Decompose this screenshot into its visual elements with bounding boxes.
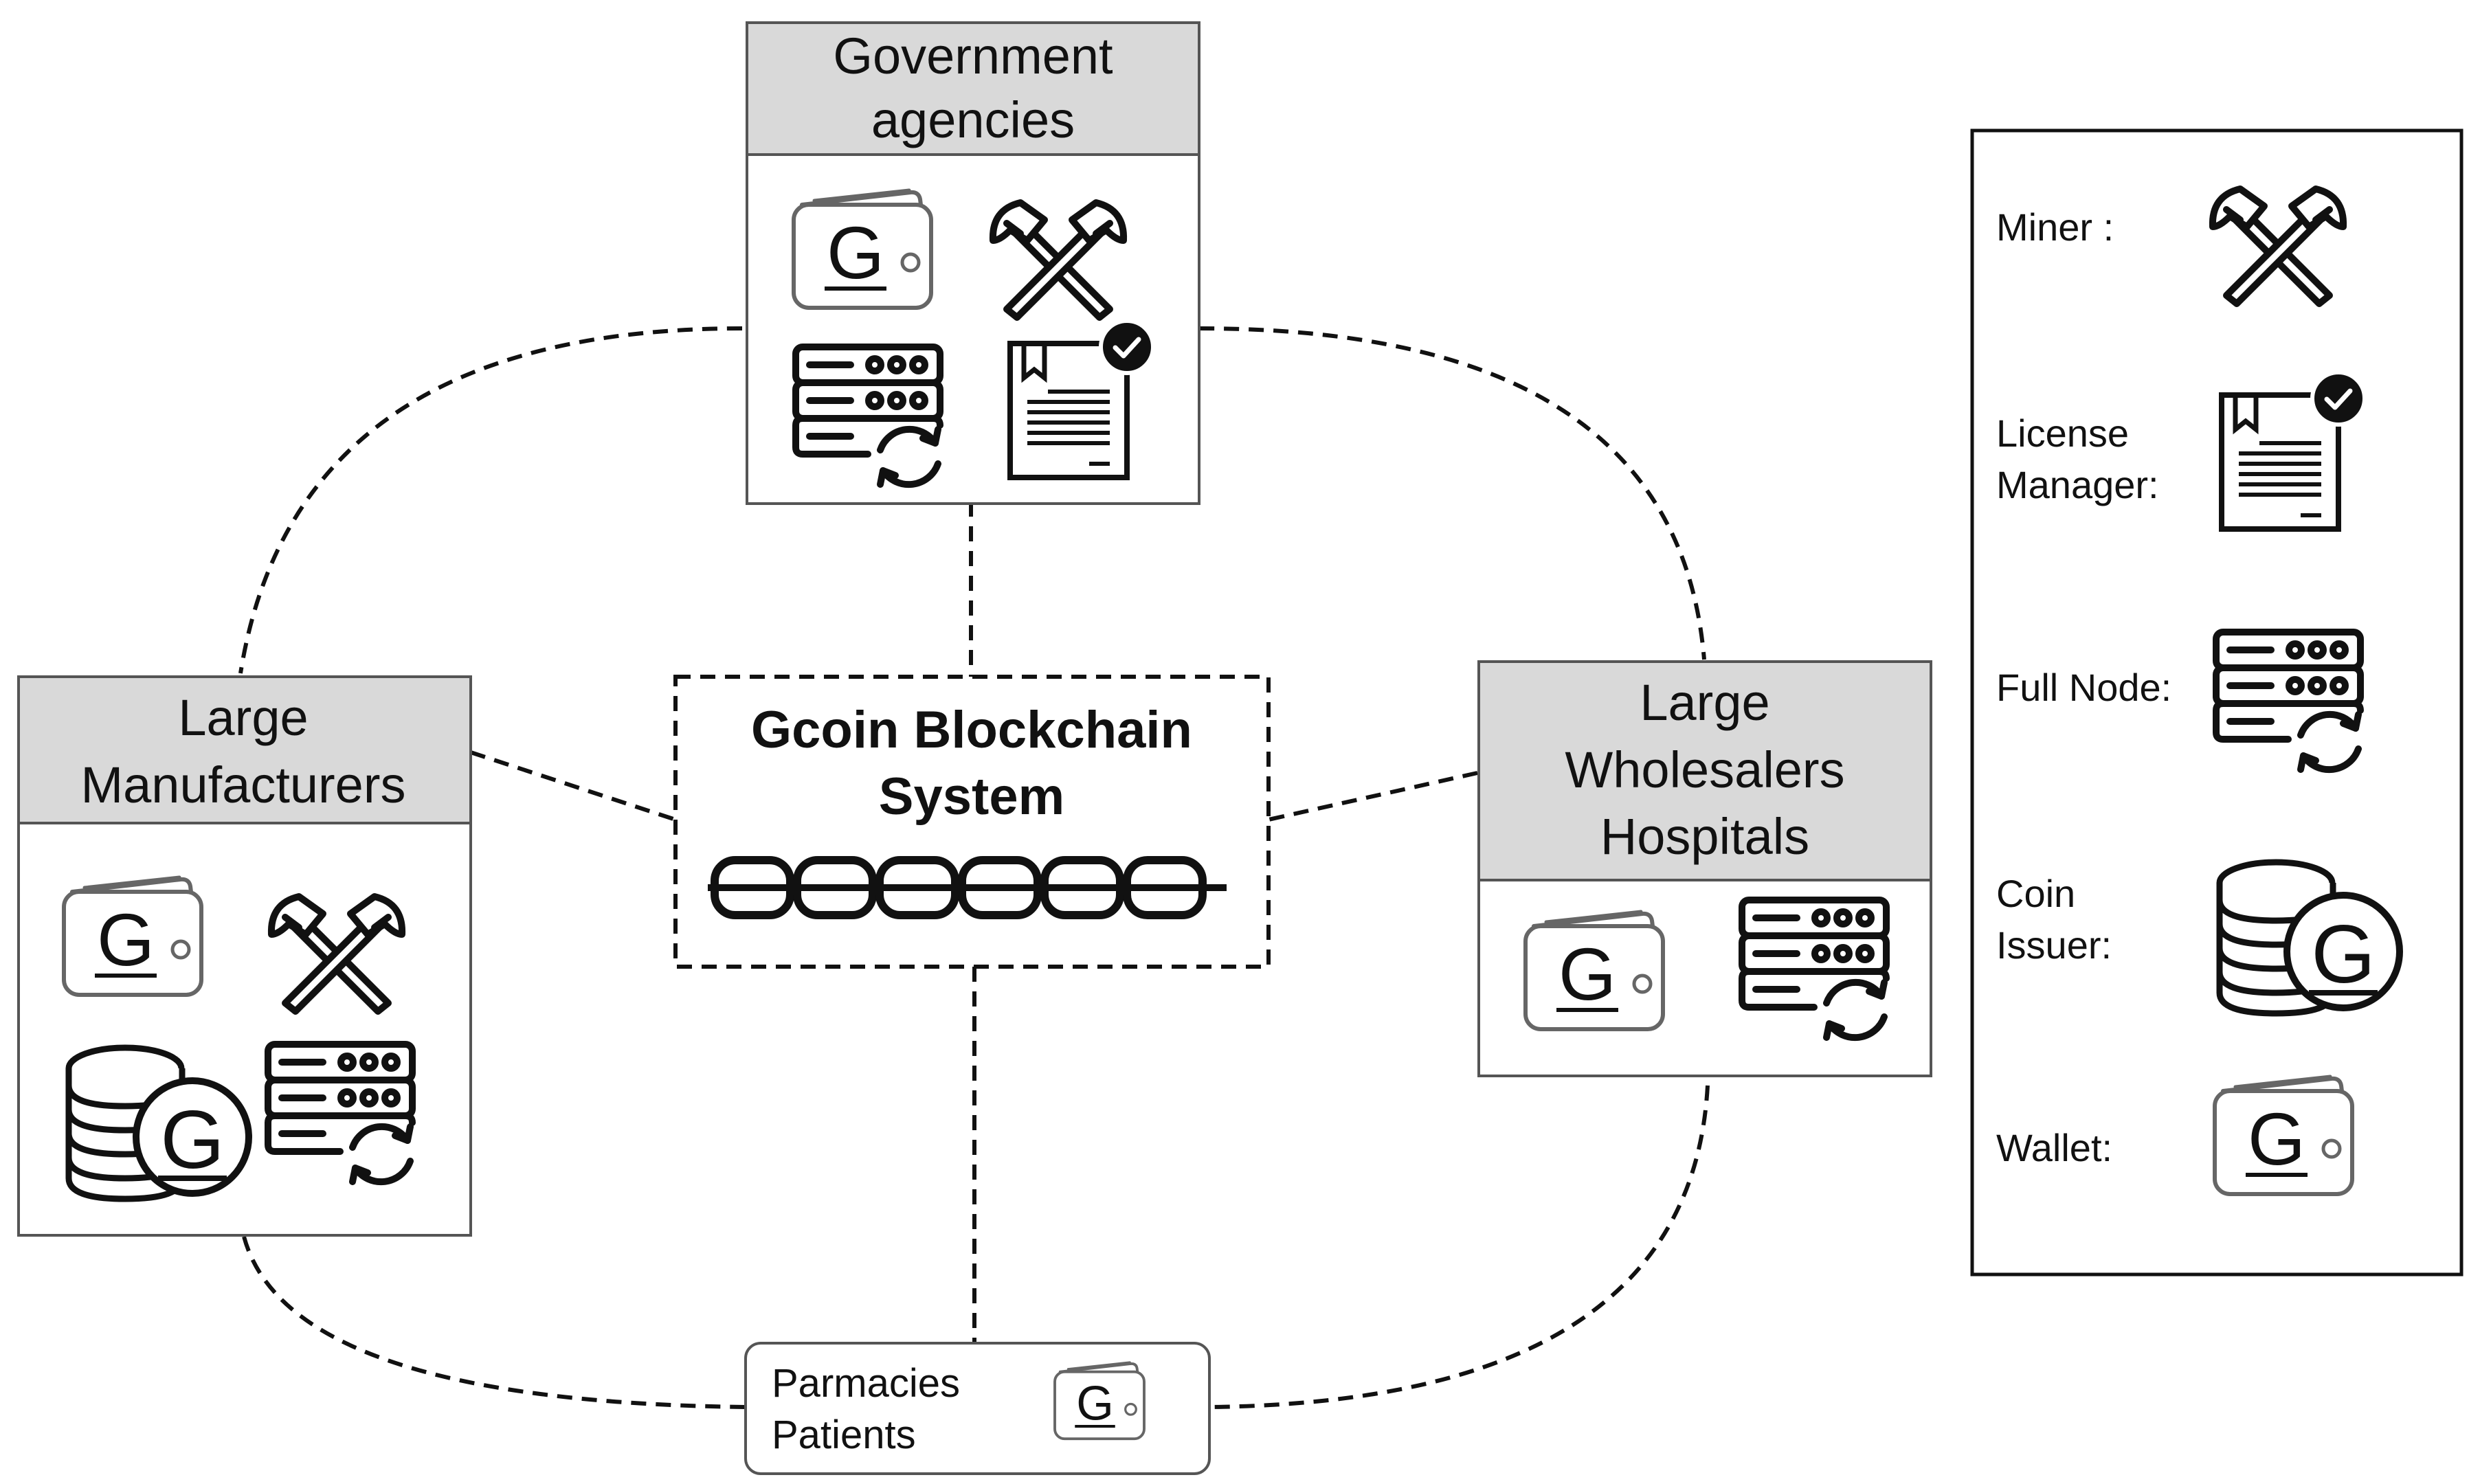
ring-gov-to-wholesale (1198, 326, 1706, 660)
mfr-title-line1: Large (178, 689, 308, 746)
ring-gov-to-mfr (238, 326, 743, 674)
mfr-header (17, 675, 472, 824)
legend: Miner : License Manager: Full Node: Coin… (1970, 128, 2464, 1277)
mfr-title-line2: Manufacturers (81, 756, 406, 813)
legend-miner-label: Miner : (1996, 205, 2114, 249)
wallet-icon (1526, 912, 1663, 1029)
pharmacy-line2: Patients (772, 1413, 916, 1457)
chain-icon (708, 860, 1227, 915)
legend-full-node-label: Full Node: (1996, 666, 2171, 709)
legend-coin-label-1: Coin (1996, 872, 2075, 915)
wholesale-title-line1: Large (1640, 674, 1769, 731)
wholesale-header (1477, 660, 1932, 881)
legend-coin-label-2: Issuer: (1996, 923, 2112, 967)
spoke-wholesale (1268, 771, 1478, 822)
network-ring (238, 326, 1710, 1409)
node-pharmacies: Parmacies Patients (744, 1342, 1211, 1475)
wallet-icon (1053, 1361, 1146, 1441)
wallet-icon (2215, 1077, 2352, 1194)
node-manufacturers: Large Manufacturers (17, 675, 472, 1237)
blockchain-system: Gcoin Blockchain System (673, 675, 1271, 969)
legend-license-label-1: License (1996, 412, 2129, 455)
gov-title-line2: agencies (871, 91, 1075, 148)
spoke-mfr (470, 750, 676, 822)
legend-license-label-2: Manager: (1996, 463, 2159, 506)
ring-wholesale-to-pharmacy (1209, 1085, 1710, 1409)
gov-title-line1: Government (833, 27, 1113, 85)
node-wholesalers: Large Wholesalers Hospitals (1477, 660, 1932, 1077)
blockchain-title: Gcoin Blockchain (751, 701, 1192, 759)
blockchain-subtitle: System (879, 767, 1064, 826)
gov-header (746, 21, 1200, 156)
pharmacy-line1: Parmacies (772, 1361, 960, 1406)
node-government: Government agencies (746, 21, 1200, 505)
wallet-icon (794, 190, 931, 308)
wholesale-title-line2: Wholesalers (1565, 741, 1844, 798)
wallet-icon (64, 877, 201, 995)
wholesale-title-line3: Hospitals (1600, 808, 1809, 865)
ring-mfr-to-pharmacy (242, 1236, 746, 1409)
legend-wallet-label: Wallet: (1996, 1126, 2112, 1169)
